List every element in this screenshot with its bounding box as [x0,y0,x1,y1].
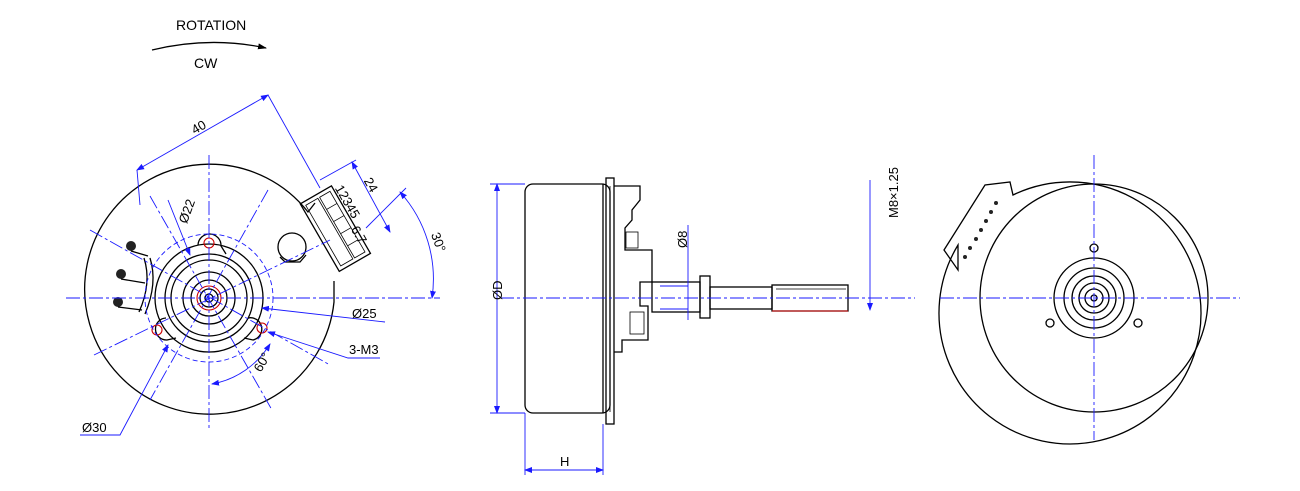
dim-thread-label: M8×1.25 [886,167,901,218]
wire-1 [126,241,136,251]
dim-m3-label: 3-M3 [349,342,379,357]
dim-40-ext-left [136,169,141,206]
mount-ear-top [197,233,227,255]
wire-leads [117,250,149,311]
rear-view [938,155,1240,445]
side-pcb-outline [614,185,653,353]
rotation-label: ROTATION [176,17,246,33]
dim-24-line [351,161,391,233]
dim-24-label: 24 [361,175,381,195]
dim-67-ext [365,187,407,229]
rear-tab-dots [963,201,998,259]
front-diag-centerline-1 [89,229,331,366]
front-diag-centerline-2 [149,189,269,401]
dim-30deg-label: 30° [428,230,449,254]
dim-25-label: Ø25 [352,306,377,321]
shaft-ring [699,275,711,319]
shaft-collar [651,281,701,313]
dim-30deg-arc [399,191,436,299]
dim-60-arc [211,343,271,386]
dim-22-label: Ø22 [176,197,199,225]
wire-3 [113,297,123,307]
wire-2 [116,269,126,279]
mount-ear-right [243,317,263,341]
front-view: 40 Ø22 Ø25 3-M3 60° Ø30 24 6.7 12345 30° [66,94,449,436]
dim-60-label: 60° [251,350,274,375]
front-diag-centerline-3 [149,195,273,411]
side-view: ØD H Ø8 M8×1.25 [490,167,915,475]
wire-clip [138,257,154,315]
dim-30-label: Ø30 [82,420,107,435]
side-component-2 [629,311,645,335]
connector-block [299,184,372,273]
mount-hole-right [256,322,268,334]
dim-d-label: ØD [490,281,505,301]
side-component-1 [625,231,639,249]
dim-22-leader [167,199,191,256]
dim-40-label: 40 [189,117,209,137]
dim-67-label: 6.7 [348,223,370,246]
dim-m3-leader [267,331,380,359]
side-flange [605,177,615,425]
rear-hole-left [1045,318,1055,328]
rear-housing-outline [938,181,1202,445]
dim-h-label: H [560,454,569,469]
dim-40-ext-right [267,94,321,189]
boss-circle [277,232,307,262]
dim-25-leader [261,305,386,323]
dim-24-ext [319,159,357,181]
hole-pitch-circle [144,233,274,363]
mount-ear-left [154,317,177,341]
dim-40-line [136,94,269,171]
dim-8-label: Ø8 [675,231,690,248]
side-body [524,183,611,414]
boss-hex [279,254,307,263]
rotation-direction: CW [194,55,218,71]
dim-30-leader [80,344,169,436]
rotation-arrow-icon [151,41,267,51]
front-diag-centerline-4 [93,239,331,356]
rotation-indicator: ROTATION CW [151,17,267,71]
rear-hole-right [1133,318,1143,328]
connector-pin-label: 12345 [332,182,363,221]
